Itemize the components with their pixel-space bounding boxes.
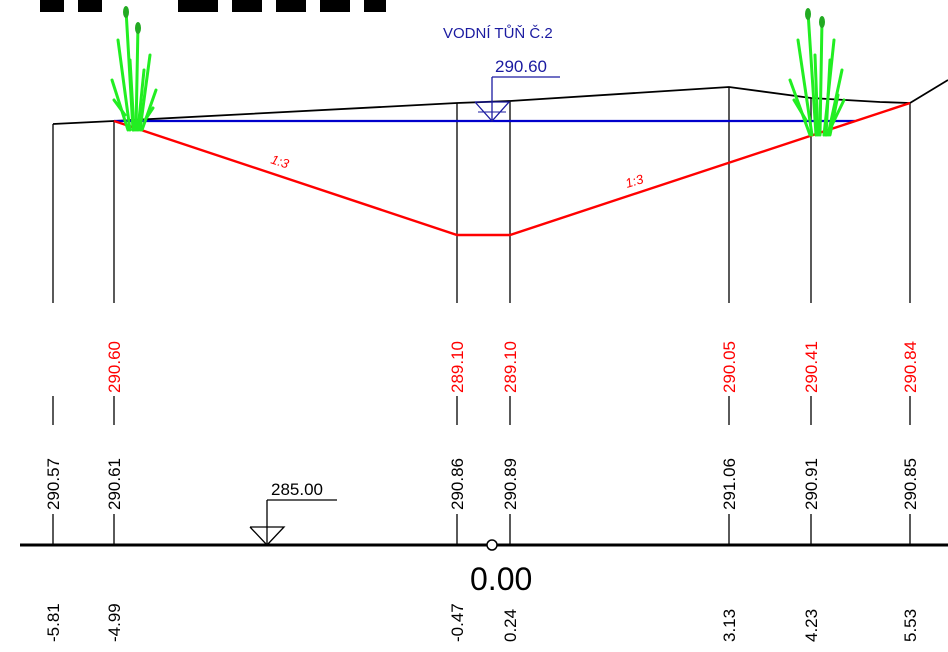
offset-3: 0.24 bbox=[501, 609, 520, 642]
offset-2: -0.47 bbox=[448, 603, 467, 642]
terrain-elevation-5: 290.91 bbox=[802, 458, 821, 510]
terrain-elevation-2: 290.86 bbox=[448, 458, 467, 510]
slope-label-left: 1:3 bbox=[269, 152, 292, 172]
station-ticks-lower bbox=[52, 514, 911, 545]
offset-labels: -5.81 -4.99 -0.47 0.24 3.13 4.23 5.53 bbox=[44, 603, 920, 642]
terrain-elevation-3: 290.89 bbox=[501, 458, 520, 510]
design-elevation-labels: 290.60 289.10 289.10 290.05 290.41 290.8… bbox=[105, 341, 920, 393]
offset-1: -4.99 bbox=[105, 603, 124, 642]
cropped-title-fragment bbox=[40, 0, 386, 12]
datum-level-marker bbox=[249, 499, 337, 546]
pond-design-profile bbox=[113, 101, 911, 237]
offset-0: -5.81 bbox=[44, 603, 63, 642]
design-elevation-1: 290.60 bbox=[105, 341, 124, 393]
terrain-elevation-labels: 290.57 290.61 290.86 290.89 291.06 290.9… bbox=[44, 458, 920, 510]
reed-vegetation-right bbox=[788, 10, 846, 137]
terrain-elevation-6: 290.85 bbox=[901, 458, 920, 510]
datum-level-value: 285.00 bbox=[271, 480, 323, 499]
design-elevation-5: 290.41 bbox=[802, 341, 821, 393]
axis-zero-label: 0.00 bbox=[470, 561, 532, 597]
reed-vegetation-left-tips bbox=[123, 6, 141, 34]
offset-4: 3.13 bbox=[720, 609, 739, 642]
reed-vegetation-left bbox=[110, 8, 158, 132]
offset-6: 5.53 bbox=[901, 609, 920, 642]
design-elevation-2: 289.10 bbox=[448, 341, 467, 393]
slope-label-right: 1:3 bbox=[623, 171, 645, 191]
design-elevation-3: 289.10 bbox=[501, 341, 520, 393]
reed-vegetation-right-tips bbox=[805, 8, 825, 28]
design-elevation-6: 290.84 bbox=[901, 341, 920, 393]
design-elevation-4: 290.05 bbox=[720, 341, 739, 393]
offset-5: 4.23 bbox=[802, 609, 821, 642]
terrain-line bbox=[52, 79, 948, 125]
terrain-elevation-1: 290.61 bbox=[105, 458, 124, 510]
water-level-value: 290.60 bbox=[495, 57, 547, 76]
pond-name-label: VODNÍ TŮŇ Č.2 bbox=[443, 24, 553, 42]
station-lines-upper bbox=[52, 87, 911, 303]
axis-origin-marker bbox=[486, 539, 498, 551]
terrain-elevation-4: 291.06 bbox=[720, 458, 739, 510]
terrain-elevation-0: 290.57 bbox=[44, 458, 63, 510]
station-ticks-middle bbox=[52, 396, 911, 425]
water-level-marker bbox=[474, 76, 560, 122]
